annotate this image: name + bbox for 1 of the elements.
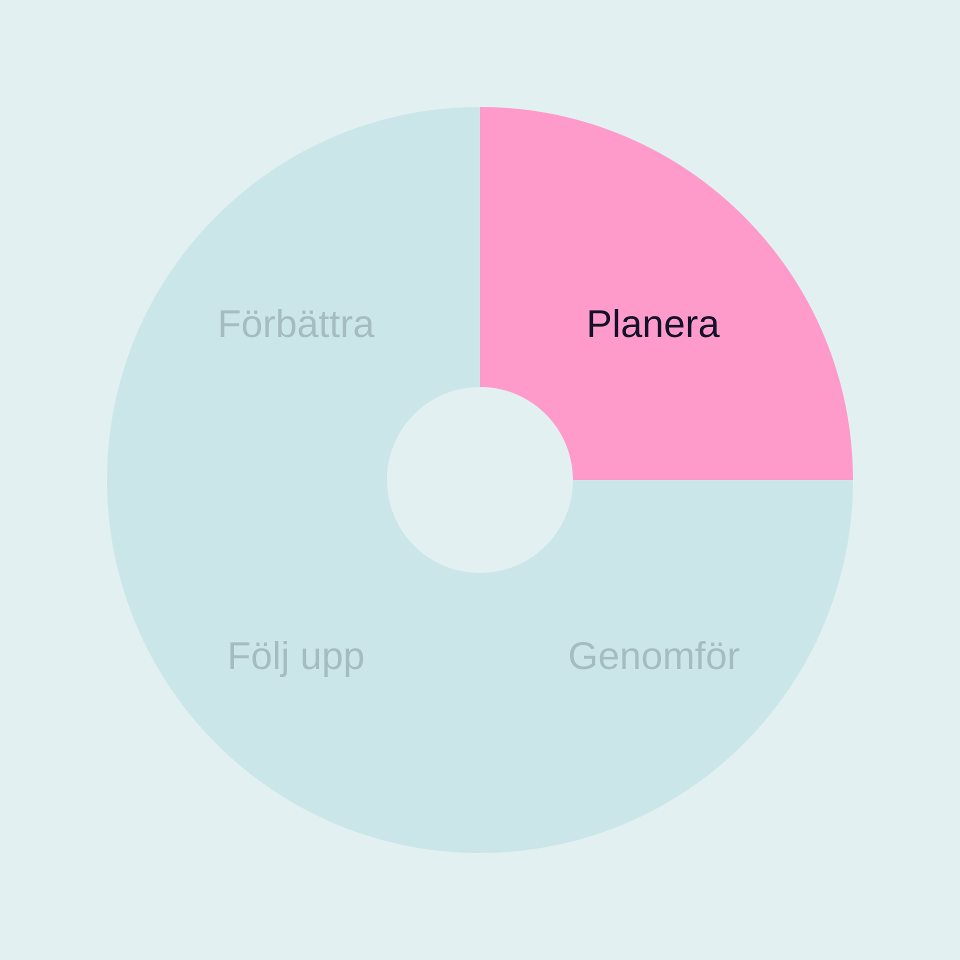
ring-sector: Planera bbox=[480, 107, 853, 480]
